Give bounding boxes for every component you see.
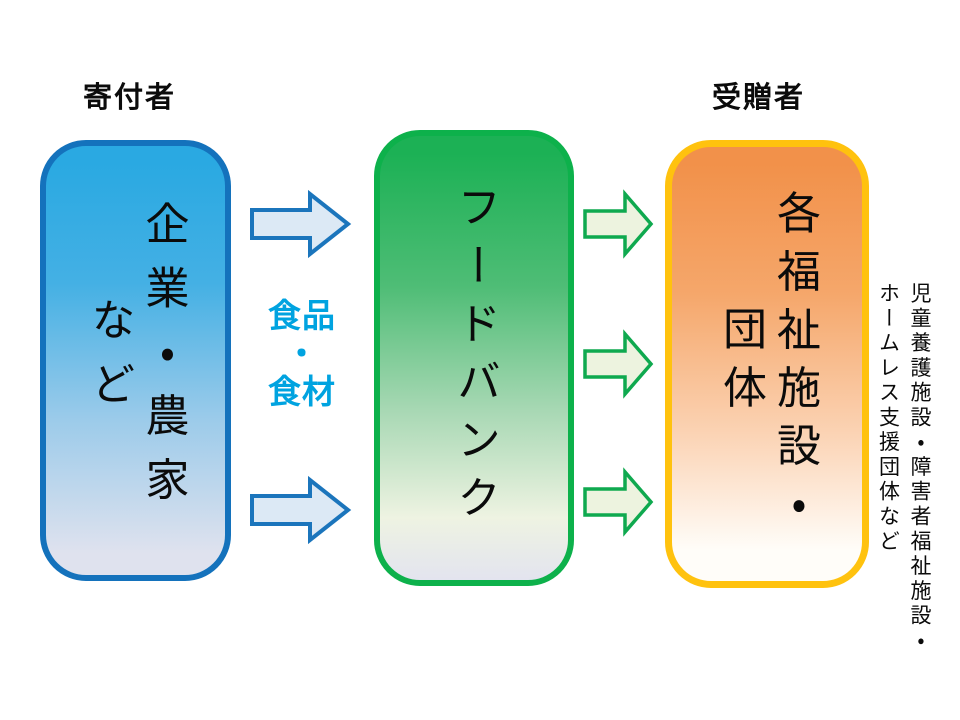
donor-box-line-2: など [84, 296, 134, 425]
food-flow-arrow-top-shape [250, 189, 352, 259]
flow-label: 食品 ・ 食材 [250, 297, 354, 411]
flow-label-line-1: 食品 [268, 297, 336, 334]
recipient-header: 受贈者 [712, 82, 806, 114]
foodbank-box-line-1: フードバンク [450, 183, 499, 533]
recipient-examples-line-2: ホームレス支援団体など [876, 282, 900, 555]
food-flow-arrow-bottom-icon [250, 475, 352, 545]
flow-label-line-2: ・ [285, 335, 319, 372]
give-arrow-bottom-icon [583, 467, 654, 537]
food-flow-arrow-bottom-shape [250, 475, 352, 545]
donor-box: 企業・農家 など [40, 140, 231, 581]
give-arrow-middle-shape [583, 329, 654, 399]
flow-label-line-3: 食材 [268, 373, 336, 410]
foodbank-box-text: フードバンク [447, 136, 501, 580]
give-arrow-top-icon [583, 189, 654, 259]
recipient-box-line-1: 各福祉施設・ [770, 189, 819, 539]
food-flow-arrow-top-icon [250, 189, 352, 259]
recipient-examples-line-1: 児童養護施設・障害者福祉施設・ [908, 282, 931, 654]
recipient-box-text: 各福祉施設・ 団体 [713, 147, 821, 581]
donor-header: 寄付者 [83, 82, 177, 114]
give-arrow-top-shape [583, 189, 654, 259]
recipient-box-line-2: 団体 [716, 305, 765, 423]
recipient-box: 各福祉施設・ 団体 [665, 140, 869, 588]
foodbank-box: フードバンク [374, 130, 574, 586]
give-arrow-middle-icon [583, 329, 654, 399]
donor-box-text: 企業・農家 など [82, 146, 190, 575]
donor-box-line-1: 企業・農家 [138, 201, 188, 520]
give-arrow-bottom-shape [583, 467, 654, 537]
recipient-examples-caption: 児童養護施設・障害者福祉施設・ ホームレス支援団体など [872, 282, 935, 682]
